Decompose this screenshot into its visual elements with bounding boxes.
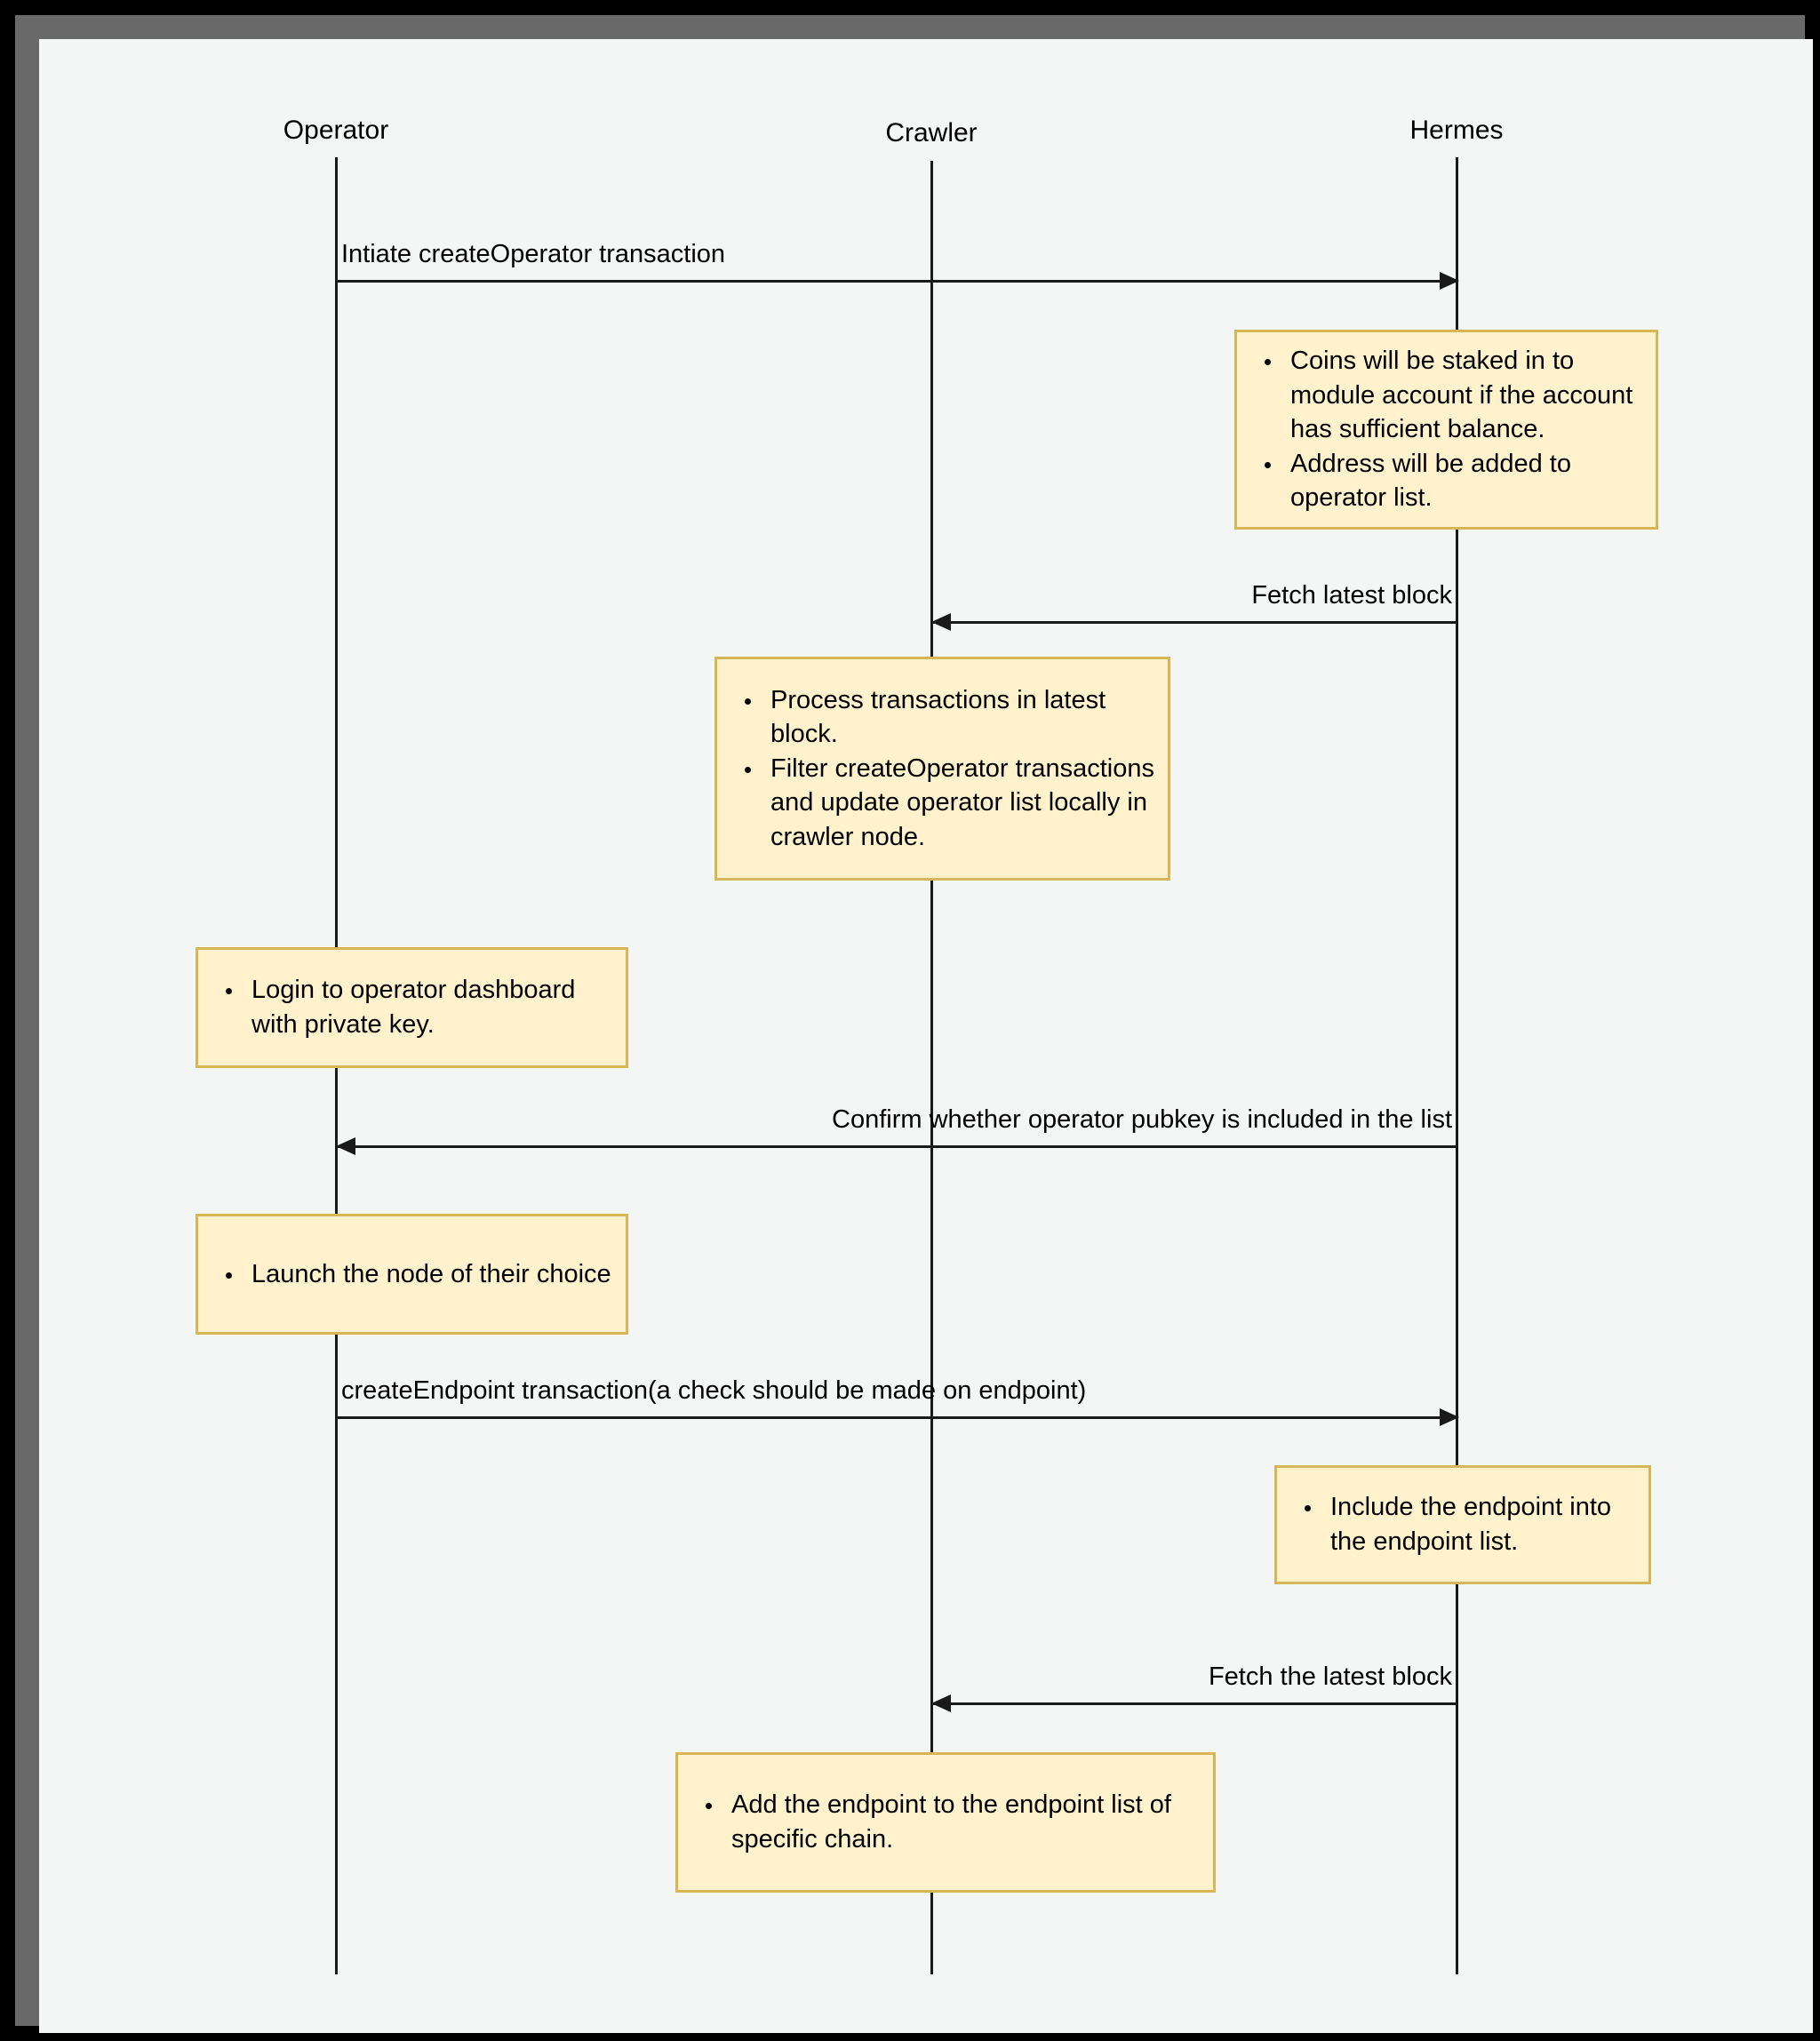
message-shaft: [338, 1145, 1457, 1148]
arrowhead-left-icon: [336, 1137, 355, 1155]
note-list-item: Login to operator dashboard with private…: [244, 973, 626, 1041]
note-list-item: Add the endpoint to the endpoint list of…: [724, 1788, 1213, 1856]
note-operator-login: Login to operator dashboard with private…: [196, 947, 628, 1068]
message-label: Confirm whether operator pubkey is inclu…: [832, 1105, 1452, 1135]
note-list: Include the endpoint into the endpoint l…: [1277, 1490, 1648, 1559]
message-shaft: [336, 1416, 1457, 1419]
message-shaft: [933, 621, 1457, 624]
note-crawler-add-endpoint: Add the endpoint to the endpoint list of…: [675, 1752, 1216, 1893]
message-shaft: [933, 1702, 1457, 1705]
note-hermes-stake: Coins will be staked in to module accoun…: [1234, 330, 1658, 530]
message-shaft: [336, 280, 1457, 283]
message-label: createEndpoint transaction(a check shoul…: [341, 1376, 1087, 1406]
actor-label-crawler: Crawler: [885, 118, 978, 147]
note-list-item: Address will be added to operator list.: [1283, 447, 1656, 515]
message-label: Intiate createOperator transaction: [341, 240, 726, 269]
note-operator-launch: Launch the node of their choice: [196, 1214, 628, 1335]
note-list: Login to operator dashboard with private…: [198, 973, 626, 1041]
arrowhead-left-icon: [931, 613, 951, 631]
note-hermes-include-endpoint: Include the endpoint into the endpoint l…: [1274, 1465, 1651, 1584]
actor-label-hermes: Hermes: [1409, 116, 1504, 145]
viewer-border: Operator Crawler Hermes Intiate createOp…: [15, 15, 1813, 2033]
note-list: Process transactions in latest block. Fi…: [717, 683, 1168, 855]
note-list-item: Process transactions in latest block.: [763, 683, 1168, 752]
note-list-item: Include the endpoint into the endpoint l…: [1323, 1490, 1648, 1559]
lifeline-hermes: [1456, 157, 1458, 1974]
note-list: Coins will be staked in to module accoun…: [1237, 344, 1656, 515]
note-list-item: Launch the node of their choice: [244, 1257, 626, 1292]
note-list: Launch the node of their choice: [198, 1257, 626, 1292]
message-label: Fetch latest block: [1251, 581, 1452, 610]
arrowhead-right-icon: [1440, 1408, 1459, 1426]
note-list-item: Filter createOperator transactions and u…: [763, 752, 1168, 855]
lifeline-crawler: [930, 161, 933, 1974]
arrowhead-right-icon: [1440, 272, 1459, 290]
note-list-item: Coins will be staked in to module accoun…: [1283, 344, 1656, 447]
sequence-diagram-canvas[interactable]: Operator Crawler Hermes Intiate createOp…: [39, 39, 1813, 2033]
note-list: Add the endpoint to the endpoint list of…: [678, 1788, 1213, 1856]
note-crawler-process: Process transactions in latest block. Fi…: [714, 657, 1170, 881]
arrowhead-left-icon: [931, 1694, 951, 1712]
actor-label-operator: Operator: [283, 116, 389, 145]
message-label: Fetch the latest block: [1208, 1662, 1452, 1692]
